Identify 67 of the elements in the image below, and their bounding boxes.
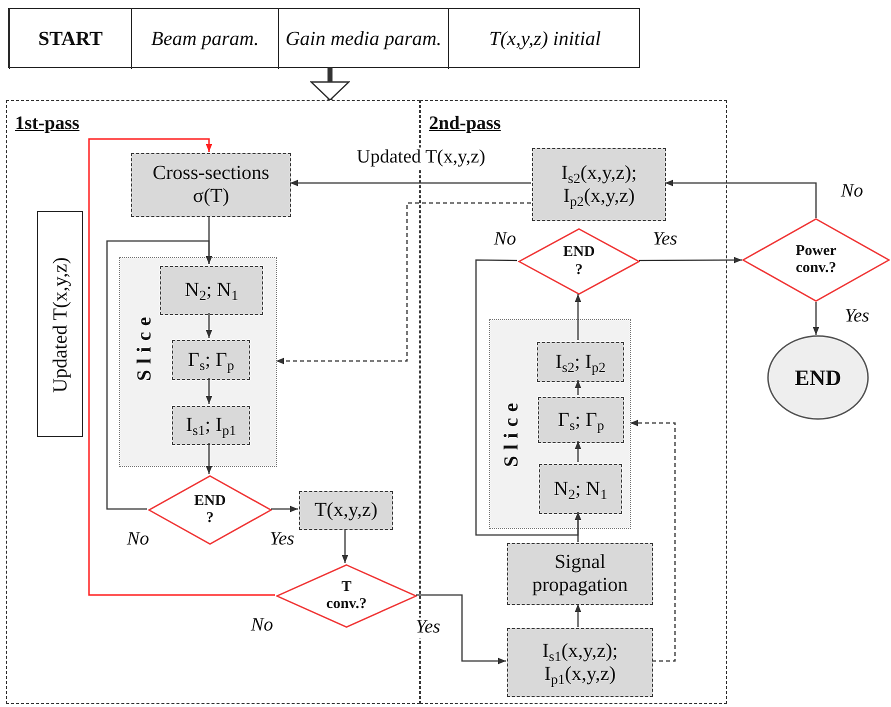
process-box xyxy=(160,266,263,315)
decision-label: END ? xyxy=(193,492,227,528)
decision-diamond xyxy=(518,228,640,295)
arrow xyxy=(206,313,212,338)
arrow xyxy=(812,302,820,335)
process-box xyxy=(507,628,653,697)
arrow xyxy=(475,259,582,536)
box-label: T(x,y,z) xyxy=(314,499,378,522)
arrow xyxy=(206,443,212,474)
arrow xyxy=(574,294,582,340)
box-label: I$_{s2}$; I$_{p2}$ xyxy=(555,350,606,374)
box-label: Signal propagation xyxy=(531,551,629,597)
group-label: Slice xyxy=(500,397,524,467)
decision-diamond xyxy=(148,475,272,545)
process-box xyxy=(532,148,666,221)
process-box xyxy=(299,491,393,530)
arrow xyxy=(574,380,582,395)
process-box xyxy=(131,153,291,217)
arrow xyxy=(206,378,212,404)
terminal-ellipse xyxy=(767,335,869,420)
box-label: I$_{s2}$(x,y,z); I$_{p2}$(x,y,z) xyxy=(560,162,638,208)
process-box xyxy=(172,406,250,445)
process-box xyxy=(507,543,653,605)
decision-label: END ? xyxy=(562,244,596,279)
box-label: Γ$_{s}$; Γ$_{p}$ xyxy=(558,408,604,432)
edge-label: Updated T(x,y,z) xyxy=(354,148,488,168)
arrow xyxy=(416,594,506,664)
dashed-arrow xyxy=(630,420,676,662)
arrow xyxy=(88,138,275,596)
decision-label: T conv.? xyxy=(325,578,368,614)
arrow xyxy=(342,529,348,563)
box-label: I$_{s1}$; I$_{p1}$ xyxy=(186,414,236,437)
box-label: Cross-sections σ(T) xyxy=(152,162,270,208)
section-heading: 2nd-pass xyxy=(429,113,501,135)
process-box xyxy=(538,397,624,443)
feedback-box xyxy=(37,211,83,437)
box-label: N$_{2}$; N$_{1}$ xyxy=(184,279,238,302)
cell-label: T(x,y,z) initial xyxy=(489,28,601,50)
cell-label: Gain media param. xyxy=(285,28,442,50)
arrow xyxy=(665,180,817,218)
box-label: N$_{2}$; N$_{1}$ xyxy=(554,478,608,500)
arrow xyxy=(639,256,742,264)
arrow xyxy=(574,604,582,627)
slice-group xyxy=(489,319,631,529)
terminal-label: END xyxy=(794,364,842,390)
arrow xyxy=(271,506,298,512)
arrow xyxy=(574,441,582,462)
cell-label: START xyxy=(38,28,103,50)
decision-label: Power conv.? xyxy=(794,242,838,278)
cell-label: Beam param. xyxy=(151,28,259,50)
box-label: I$_{s1}$(x,y,z); I$_{p1}$(x,y,z) xyxy=(541,640,619,686)
edge-label: Yes xyxy=(414,618,442,638)
arrow xyxy=(106,240,212,510)
dashed-arrow xyxy=(276,202,531,364)
decision-diamond xyxy=(742,218,890,302)
group-label: Slice xyxy=(134,311,156,381)
process-box xyxy=(172,340,250,380)
arrow xyxy=(290,180,531,186)
box-label: Γ$_{s}$; Γ$_{p}$ xyxy=(188,348,234,372)
block-arrow xyxy=(310,68,350,101)
slice-group xyxy=(119,257,277,467)
process-box xyxy=(539,464,622,514)
process-box xyxy=(537,342,624,382)
input-bar xyxy=(8,8,640,68)
section-heading: 1st-pass xyxy=(15,113,80,135)
decision-diamond xyxy=(276,564,417,628)
box-label: Updated T(x,y,z) xyxy=(50,257,72,393)
